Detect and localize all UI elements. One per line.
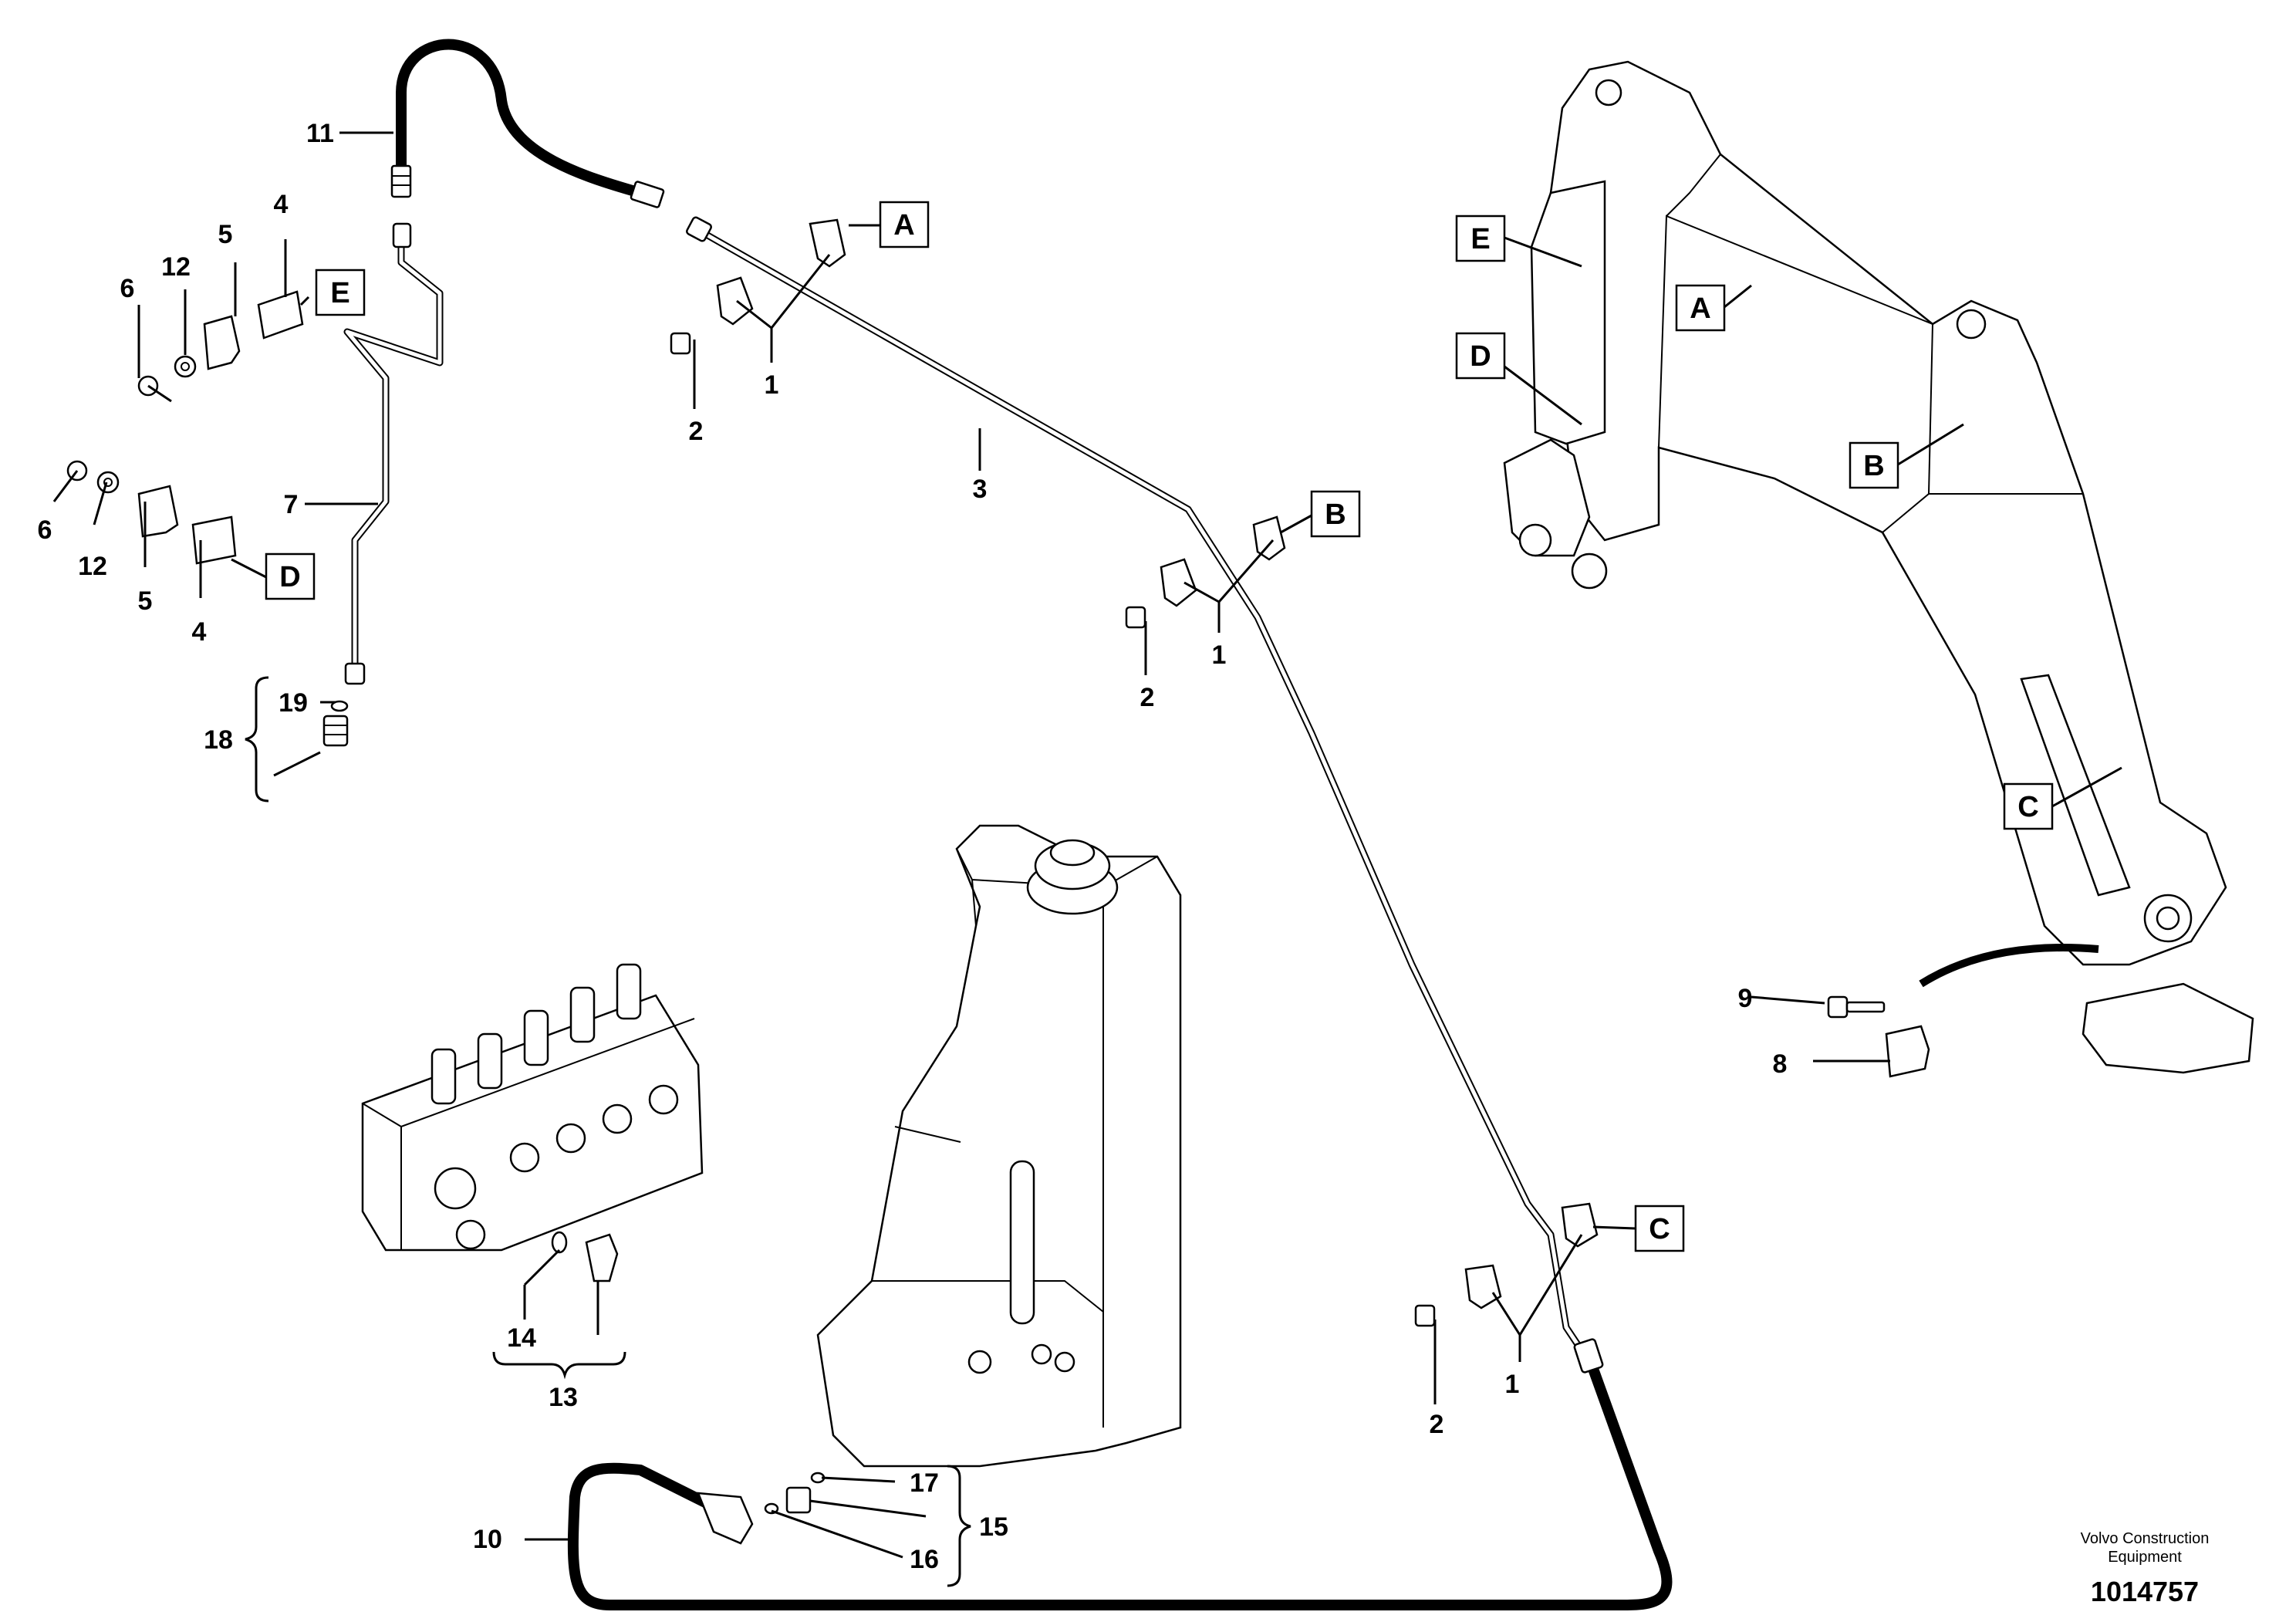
callout-11: 11 (306, 119, 334, 148)
bolt-9 (1827, 995, 1886, 1019)
svg-text:C: C (1649, 1213, 1670, 1245)
callout-8: 8 (1773, 1049, 1788, 1079)
box-a-boom: A (1675, 284, 1726, 332)
svg-text:D: D (279, 561, 300, 593)
box-c-left: C (1634, 1205, 1685, 1252)
svg-text:E: E (330, 277, 349, 309)
callout-17: 17 (910, 1468, 939, 1498)
pipe-7 (343, 222, 444, 685)
callout-10: 10 (473, 1525, 502, 1554)
callout-2: 2 (1430, 1410, 1444, 1439)
callout-14: 14 (507, 1323, 536, 1353)
box-d-boom: D (1455, 332, 1506, 380)
callout-6: 6 (38, 515, 52, 545)
box-a-left: A (879, 201, 930, 248)
company-name-line2: Equipment (2108, 1549, 2182, 1566)
clamp-set-d (66, 460, 237, 565)
callout-numbers: 11 1 2 3 1 2 1 2 6 12 5 4 6 12 5 4 7 19 … (38, 119, 1788, 1574)
hose-11 (390, 39, 665, 208)
callout-2: 2 (1140, 683, 1155, 712)
callout-12: 12 (78, 552, 107, 581)
clamp-8 (1885, 1025, 1930, 1078)
fitting-18 (322, 700, 349, 747)
svg-text:A: A (1690, 292, 1710, 325)
footer: Volvo Construction Equipment 1014757 (2081, 1530, 2210, 1607)
hose-10 (567, 1338, 1673, 1610)
clamp-set-e (137, 290, 304, 397)
callout-4: 4 (274, 190, 289, 219)
box-d-left: D (265, 552, 316, 600)
callout-3: 3 (973, 475, 988, 504)
svg-text:B: B (1863, 450, 1884, 482)
callout-2: 2 (689, 417, 704, 446)
callout-19: 19 (279, 688, 308, 718)
callout-5: 5 (138, 586, 153, 616)
svg-text:D: D (1470, 340, 1491, 373)
excavator-boom (1503, 60, 2254, 1074)
callout-5: 5 (218, 220, 233, 249)
hydraulic-tank (816, 824, 1182, 1468)
callout-6: 6 (120, 274, 135, 303)
callout-7: 7 (284, 490, 299, 519)
clamp-set-c (1414, 1202, 1599, 1327)
callout-12: 12 (161, 252, 191, 282)
callout-18: 18 (204, 725, 233, 755)
svg-text:B: B (1325, 498, 1346, 531)
callout-1: 1 (765, 370, 779, 400)
svg-text:A: A (893, 209, 914, 242)
box-b-left: B (1310, 490, 1361, 538)
company-name: Volvo Construction (2081, 1530, 2210, 1547)
box-e-left: E (315, 269, 366, 316)
callout-15: 15 (979, 1512, 1008, 1542)
callout-16: 16 (910, 1545, 939, 1574)
clamp-set-a (670, 218, 846, 355)
box-e-boom: E (1455, 215, 1506, 262)
svg-text:E: E (1470, 223, 1490, 255)
box-b-boom: B (1849, 441, 1899, 489)
drawing-number: 1014757 (2091, 1576, 2199, 1607)
callout-13: 13 (549, 1383, 578, 1412)
callout-4: 4 (192, 617, 207, 647)
pipe-3 (686, 216, 1585, 1354)
callout-1: 1 (1212, 640, 1227, 670)
svg-text:C: C (2017, 791, 2038, 823)
control-valve (361, 963, 704, 1282)
box-c-boom: C (2003, 782, 2054, 830)
clamp-set-b (1125, 515, 1286, 629)
callout-1: 1 (1505, 1370, 1520, 1399)
leader-lines (52, 131, 2122, 1587)
callout-9: 9 (1738, 984, 1753, 1013)
